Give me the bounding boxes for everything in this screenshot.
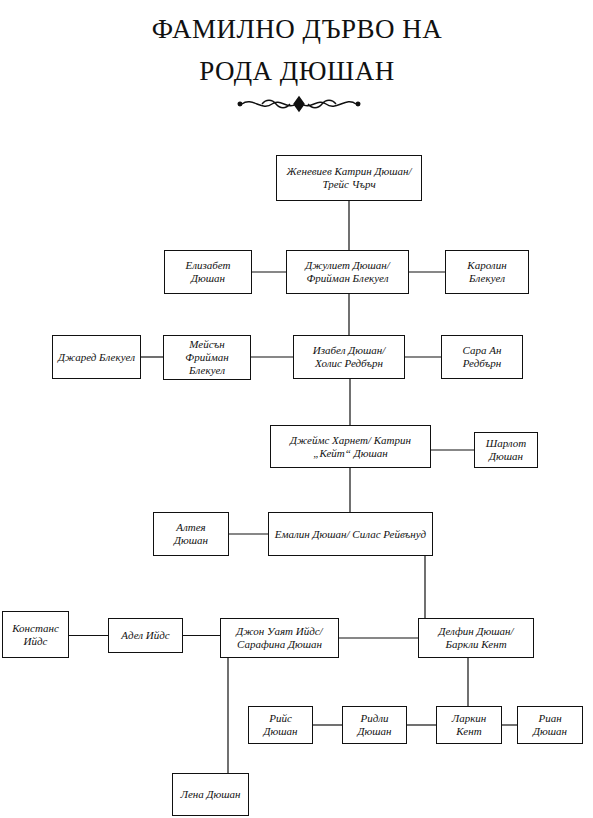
family-line [183,635,220,636]
person-name: Каролин Блекуел [450,259,524,285]
person-box: Констанс Ийдс [2,611,69,658]
person-name: Адел Ийдс [121,629,169,642]
person-name: Лена Дюшан [180,788,240,801]
person-name: Констанс Ийдс [7,622,64,648]
family-line [227,658,228,773]
family-line [467,658,468,706]
family-line [313,724,342,725]
family-line [424,556,425,618]
person-box: Женевиев Катрин Дюшан/ Трейс Чърч [276,155,422,201]
person-box: Рийс Дюшан [248,706,313,744]
ornament-scroll [308,100,336,108]
person-name: Мейсън Фрийман Блекуел [168,338,246,377]
family-line [252,271,286,272]
family-line [141,356,163,357]
ornament-diamond [294,97,304,111]
person-name: Джеймс Харнет/ Катрин „Кейт“ Дюшан [275,434,426,460]
person-name: Изабел Дюшан/ Холис Редбърн [298,344,400,370]
person-box: Лена Дюшан [172,773,249,816]
ornament-scroll [262,100,290,108]
person-box: Изабел Дюшан/ Холис Редбърн [293,335,405,379]
person-name: Джаред Блекуел [58,351,135,364]
person-name: Делфин Дюшан/ Баркли Кент [423,625,529,651]
person-box: Сара Ан Редбърн [441,335,523,379]
person-box: Шарлот Дюшан [474,432,538,468]
family-line [409,271,445,272]
family-line [339,637,418,638]
person-name: Ларкин Кент [441,712,497,738]
person-name: Женевиев Катрин Дюшан/ Трейс Чърч [281,165,417,191]
person-box: Делфин Дюшан/ Баркли Кент [418,618,534,658]
family-line [348,201,349,250]
person-box: Джаред Блекуел [52,335,141,379]
person-box: Джулиет Дюшан/ Фрийман Блекуел [286,250,409,294]
family-line [251,356,293,357]
family-line [502,724,517,725]
person-box: Емалин Дюшан/ Силас Рейвънуд [268,512,433,556]
family-line [348,294,349,335]
person-name: Ридли Дюшан [347,712,402,738]
person-box: Алтея Дюшан [153,512,229,556]
title-ornament [238,97,360,111]
family-line [69,635,108,636]
person-box: Джон Уаят Ийдс/ Сарафина Дюшан [220,618,339,658]
person-box: Ларкин Кент [436,706,502,744]
person-box: Ридли Дюшан [342,706,407,744]
person-box: Риан Дюшан [517,706,583,744]
person-name: Джулиет Дюшан/ Фрийман Блекуел [291,259,404,285]
person-name: Сара Ан Редбърн [446,344,518,370]
person-box: Адел Ийдс [108,618,183,653]
ornament-dot [356,102,360,106]
family-line [431,449,474,450]
person-name: Джон Уаят Ийдс/ Сарафина Дюшан [225,625,334,651]
family-line [229,533,268,534]
person-name: Алтея Дюшан [158,521,224,547]
person-box: Каролин Блекуел [445,250,529,294]
family-line [349,468,350,512]
person-name: Елизабет Дюшан [169,259,247,285]
person-name: Емалин Дюшан/ Силас Рейвънуд [275,528,426,541]
diagram-title: ФАМИЛНО ДЪРВО НА РОДА ДЮШАН [126,8,468,92]
person-box: Мейсън Фрийман Блекуел [163,335,251,380]
ornament-dot [238,102,242,106]
family-line [349,379,350,425]
person-name: Риан Дюшан [522,712,578,738]
person-name: Шарлот Дюшан [479,437,533,463]
person-name: Рийс Дюшан [253,712,308,738]
person-box: Джеймс Харнет/ Катрин „Кейт“ Дюшан [270,425,431,468]
family-line [407,724,436,725]
family-line [405,356,441,357]
person-box: Елизабет Дюшан [164,250,252,294]
